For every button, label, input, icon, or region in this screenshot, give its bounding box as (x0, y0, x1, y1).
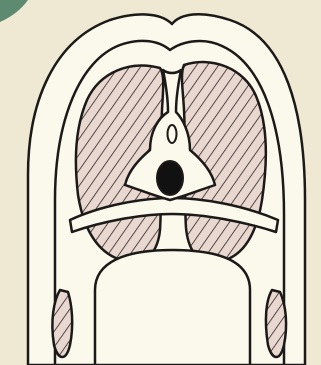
vertebral-opening (168, 125, 177, 143)
dark-central-spot (157, 161, 183, 195)
lower-cavity (95, 250, 250, 365)
right-lower-hatched-structure (266, 290, 286, 357)
left-lower-hatched-structure (52, 290, 72, 357)
